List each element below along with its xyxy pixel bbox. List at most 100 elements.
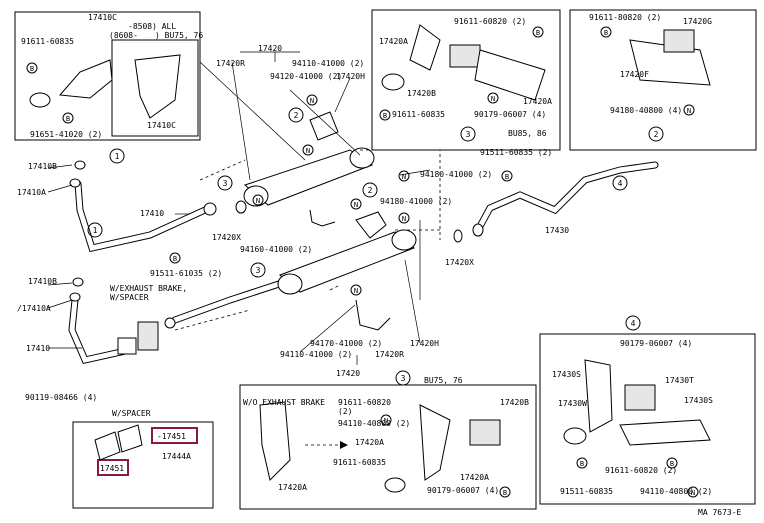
exhaust-brake-unit <box>117 317 176 355</box>
symbol-b: B <box>169 252 181 264</box>
label-17420h-a: 17420H <box>336 72 365 81</box>
svg-text:B: B <box>604 29 608 37</box>
label-17420g: 17420G <box>683 17 712 26</box>
label-17420x-a: 17420X <box>212 233 241 242</box>
svg-text:B: B <box>536 29 540 37</box>
gasket-bottom <box>69 292 81 302</box>
label-17420a-tl: 17420A <box>379 37 408 46</box>
symbol-n: N <box>252 194 264 206</box>
label-91611-60820-b: 91611-60820 <box>338 398 391 407</box>
svg-text:N: N <box>402 173 406 181</box>
callout-3-top: 3 <box>217 175 233 191</box>
symbol-b: B <box>501 170 513 182</box>
callout-2-mid: 2 <box>362 182 378 198</box>
svg-text:N: N <box>354 201 358 209</box>
label-17410b-a: 17410B <box>28 162 57 171</box>
label-17420h-b: 17420H <box>410 339 439 348</box>
svg-text:N: N <box>491 95 495 103</box>
hanger-lower <box>355 299 391 331</box>
label-91651-41020: 91651-41020 (2) <box>30 130 102 139</box>
label-94180-40800: 94180-40800 (4) <box>610 106 682 115</box>
label-17410c-top: 17410C <box>88 13 117 22</box>
svg-text:B: B <box>173 255 177 263</box>
lower-front-pipe <box>68 296 134 365</box>
symbol-n: N <box>398 170 410 182</box>
svg-text:B: B <box>505 173 509 181</box>
label-17410b-b: 17410B <box>28 277 57 286</box>
label-94180-41000-a: 94180-41000 (2) <box>420 170 492 179</box>
label-91511-61035: 91511-61035 (2) <box>150 269 222 278</box>
ring-17420x-top <box>235 200 247 214</box>
label-17410a-a: 17410A <box>17 188 46 197</box>
label-91511-60835: 91511-60835 (2) <box>480 148 552 157</box>
svg-text:N: N <box>256 197 260 205</box>
hanger-upper <box>309 209 336 227</box>
ring-17420x-bottom <box>453 229 463 243</box>
inset-box-wo-exhaust-brake <box>239 384 537 510</box>
spacer-plate <box>117 424 143 453</box>
wo-brake-bracket <box>259 401 291 481</box>
label-17410c-mid: 17410C <box>147 121 176 130</box>
label-91611-80820-a: 91611-80820 (2) <box>589 13 661 22</box>
label-17420a-tl2: 17420A <box>523 97 552 106</box>
bu75-bracket <box>419 404 451 481</box>
label-90179-06007-b: 90179-06007 (4) <box>427 486 499 495</box>
callout-3-inset: 3 <box>460 126 476 142</box>
label-90119-08466: 90119-08466 (4) <box>25 393 97 402</box>
label-91511-60835-d: 91511-60835 <box>560 487 613 496</box>
svg-text:N: N <box>691 489 695 497</box>
symbol-n: N <box>306 94 318 106</box>
inset3-bracket-a <box>409 24 441 71</box>
svg-text:N: N <box>306 147 310 155</box>
bracket-upper <box>309 111 339 141</box>
label-94170-41000: 94170-41000 (2) <box>310 339 382 348</box>
label-17430t: 17430T <box>665 376 694 385</box>
label-17444a: 17444A <box>162 452 191 461</box>
label-bu85: BU85, 86 <box>508 129 547 138</box>
label-wexh1: W/EXHAUST BRAKE, <box>110 284 187 293</box>
label-17420x-b: 17420X <box>445 258 474 267</box>
dashed-guide-3 <box>174 309 251 331</box>
upper-muffler <box>243 147 375 207</box>
symbol-n: N <box>350 284 362 296</box>
symbol-b: B <box>26 62 38 74</box>
svg-text:B: B <box>383 112 387 120</box>
gasket-top <box>69 178 81 188</box>
tail-pipe <box>474 161 659 234</box>
label-17420r-top: 17420R <box>216 59 245 68</box>
inset1-bracket-17410c <box>134 54 181 119</box>
svg-text:3: 3 <box>401 374 406 383</box>
lower-mid-pipe <box>171 279 286 324</box>
svg-text:B: B <box>670 460 674 468</box>
symbol-b: B <box>379 109 391 121</box>
label-94110-40800-b: 94110-40800 (2) <box>640 487 712 496</box>
label-17430w: 17430W <box>558 399 587 408</box>
label-17430s-b: 17430S <box>684 396 713 405</box>
inset-box-1-sub <box>111 39 199 137</box>
label-17420a-b3: 17420A <box>460 473 489 482</box>
callout-3-mid: 3 <box>250 262 266 278</box>
label-94180-41000-b: 94180-41000 (2) <box>380 197 452 206</box>
svg-text:N: N <box>310 97 314 105</box>
svg-text:3: 3 <box>466 130 471 139</box>
dashed-guide-2 <box>199 159 246 181</box>
label-94160-41000: 94160-41000 (2) <box>240 245 312 254</box>
symbol-n: N <box>350 198 362 210</box>
inset1-isolator <box>29 92 51 108</box>
label-ref: MA 7673-E <box>698 508 742 517</box>
svg-text:N: N <box>687 107 691 115</box>
label-range-bu75: ) BU75, 76 <box>155 31 203 40</box>
label-94110-41000-a: 94110-41000 (2) <box>292 59 364 68</box>
label-91611-60820-a: 91611-60820 (2) <box>454 17 526 26</box>
symbol-n: N <box>687 486 699 498</box>
symbol-n: N <box>398 212 410 224</box>
label-90179-06007-c: 90179-06007 (4) <box>620 339 692 348</box>
svg-text:2: 2 <box>294 111 299 120</box>
inset-box-2 <box>569 9 757 151</box>
inset-box-4 <box>539 333 756 505</box>
inset3-bracket-b <box>474 49 546 101</box>
label-17420a-b2: 17420A <box>278 483 307 492</box>
callout-1-left: 1 <box>87 222 103 238</box>
